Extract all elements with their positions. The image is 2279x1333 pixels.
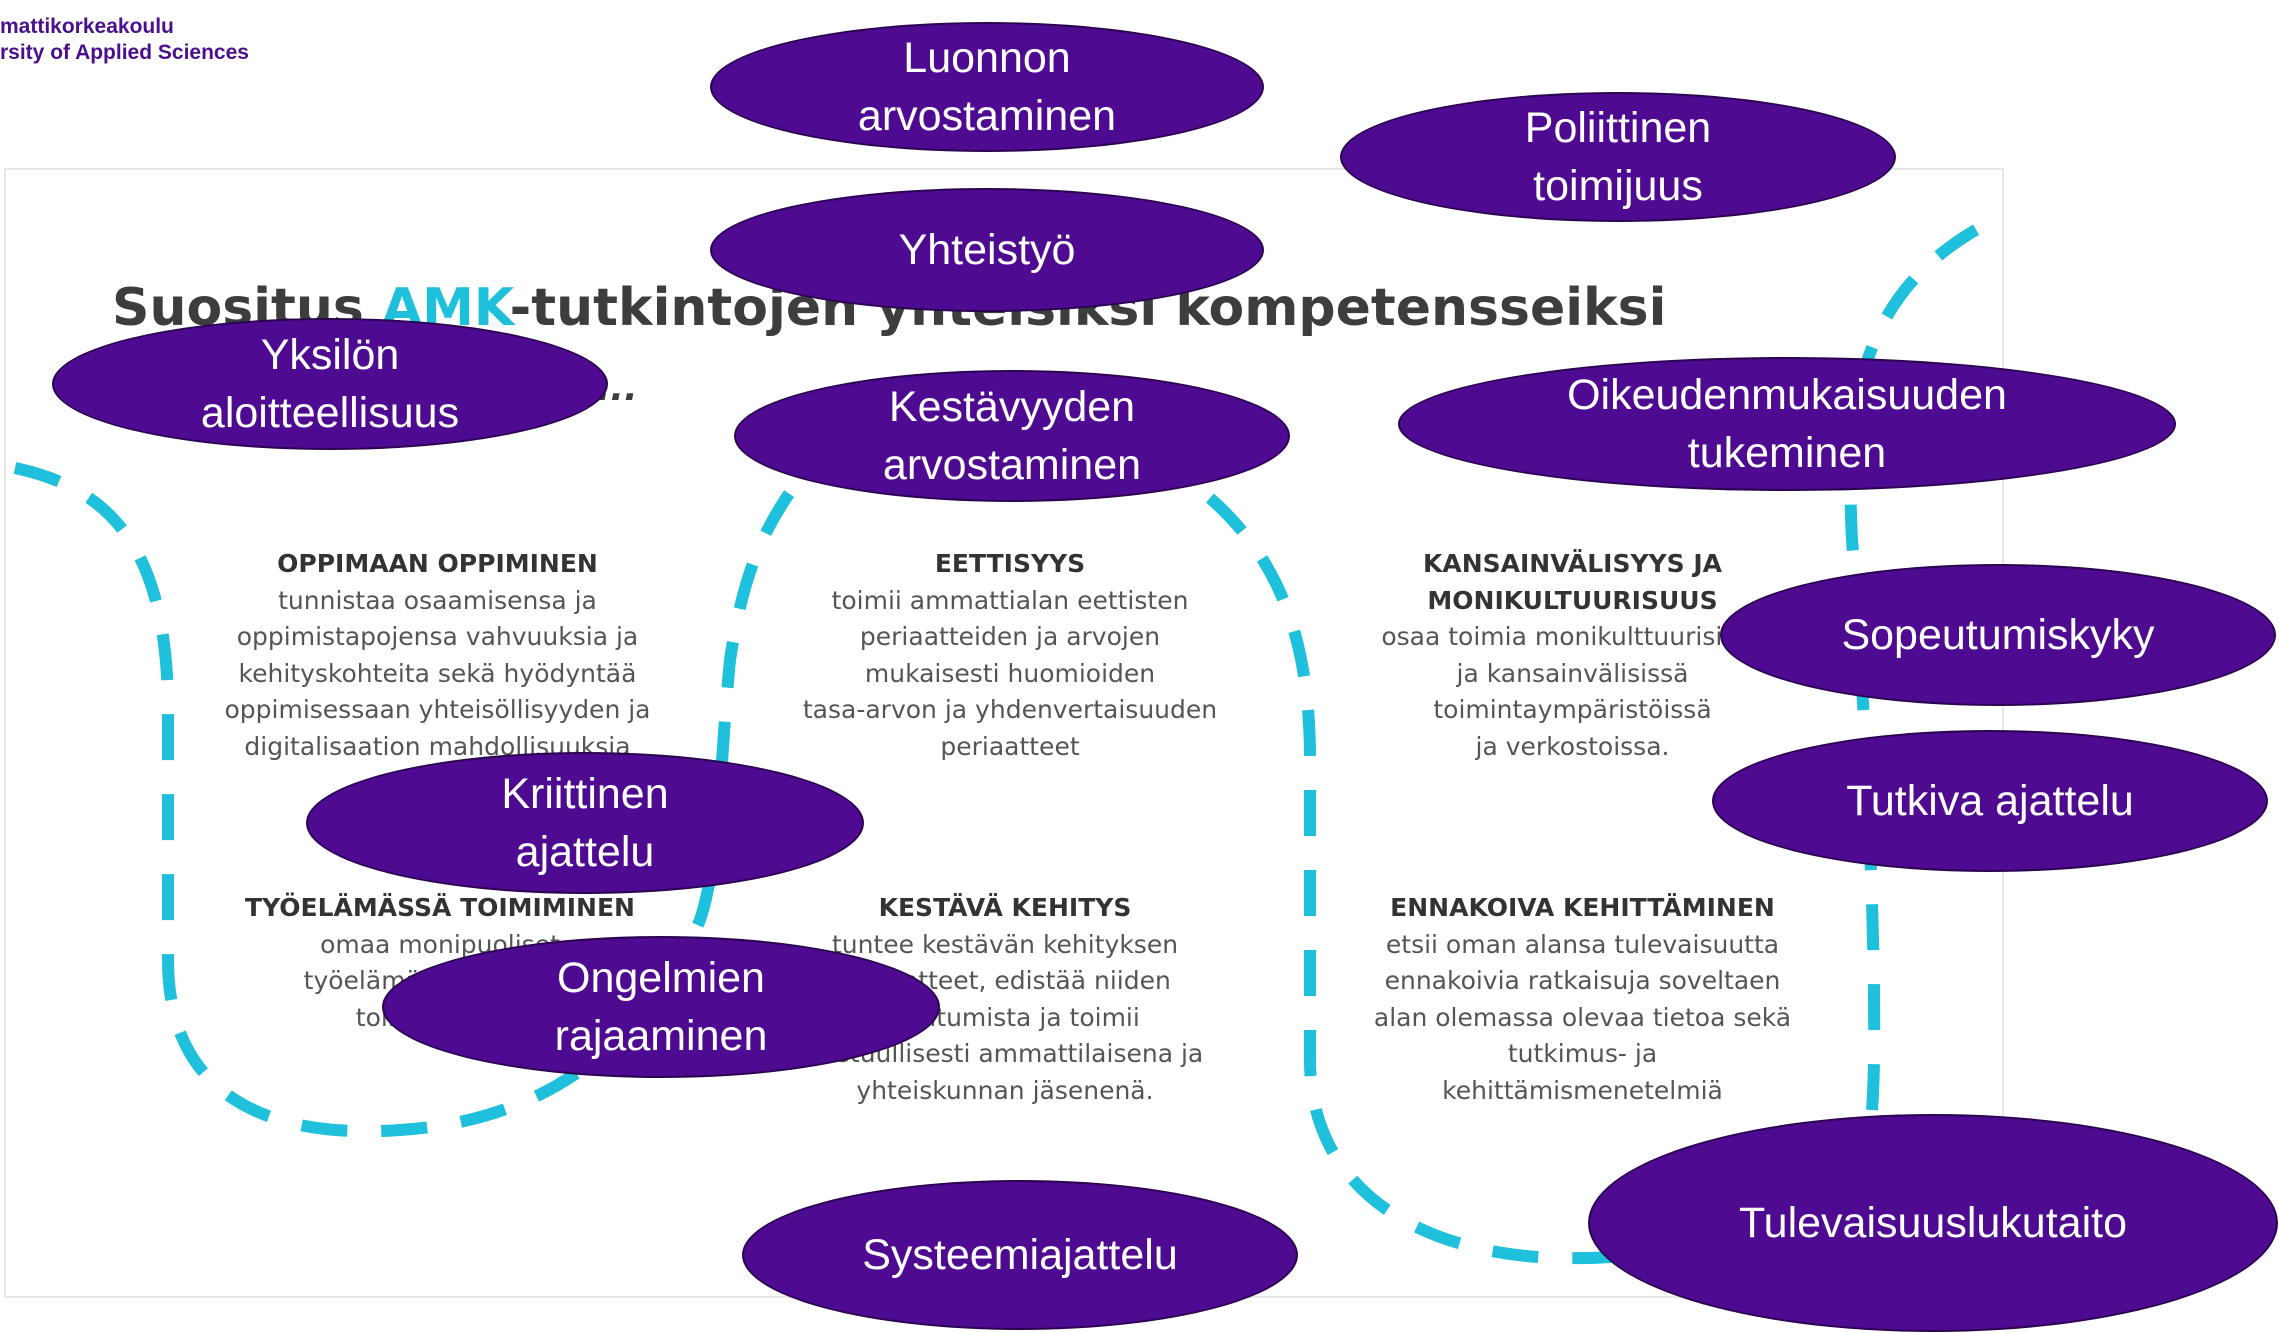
- ellipse-tutkiva-ajattelu: Tutkiva ajattelu: [1712, 730, 2268, 872]
- competence-proactive-development: ENNAKOIVA KEHITTÄMINEN etsii oman alansa…: [1360, 890, 1805, 1109]
- competence-text: etsii oman alansa tulevaisuutta ennakoiv…: [1373, 929, 1792, 1105]
- competence-ethics: EETTISYYS toimii ammattialan eettisten p…: [780, 546, 1240, 765]
- ellipse-tulevaisuuslukutaito: Tulevaisuuslukutaito: [1588, 1114, 2278, 1332]
- competence-heading: ENNAKOIVA KEHITTÄMINEN: [1390, 893, 1775, 922]
- logo-line-2: rsity of Applied Sciences: [0, 41, 249, 64]
- ellipse-luonnon-arvostaminen: Luonnon arvostaminen: [710, 22, 1264, 152]
- competence-heading: KESTÄVÄ KEHITYS: [878, 893, 1132, 922]
- competence-heading: KANSAINVÄLISYYS JA MONIKULTUURISUUS: [1422, 549, 1723, 615]
- ellipse-yksilon-aloitteellisuus: Yksilön aloitteellisuus: [52, 318, 608, 450]
- left-loop-line: [13, 462, 805, 1138]
- ellipse-kestavyyden-arvostaminen: Kestävyyden arvostaminen: [734, 370, 1290, 502]
- ellipse-systeemiajattelu: Systeemiajattelu: [742, 1180, 1298, 1330]
- ellipse-poliittinen-toimijuus: Poliittinen toimijuus: [1340, 92, 1896, 222]
- ellipse-oikeudenmukaisuuden-tukeminen: Oikeudenmukaisuuden tukeminen: [1398, 357, 2176, 491]
- competence-heading: OPPIMAAN OPPIMINEN: [277, 549, 598, 578]
- competence-heading: EETTISYYS: [934, 549, 1086, 578]
- competence-text: toimii ammattialan eettisten periaatteid…: [802, 585, 1218, 761]
- middle-loop-line: [1206, 493, 1844, 1265]
- competence-learning-to-learn: OPPIMAAN OPPIMINEN tunnistaa osaamisensa…: [205, 546, 670, 765]
- competence-internationalism: KANSAINVÄLISYYS JA MONIKULTUURISUUS osaa…: [1350, 546, 1795, 765]
- ellipse-yhteistyo: Yhteistyö: [710, 188, 1264, 312]
- ellipse-sopeutumiskyky: Sopeutumiskyky: [1720, 564, 2276, 706]
- university-logo-text: mattikorkeakoulu rsity of Applied Scienc…: [0, 14, 249, 66]
- right-up-line: [1844, 216, 1993, 1111]
- ellipse-ongelmien-rajaaminen: Ongelmien rajaaminen: [382, 936, 940, 1078]
- logo-line-1: mattikorkeakoulu: [0, 15, 174, 38]
- competence-text: tunnistaa osaamisensa ja oppimistapojens…: [224, 585, 651, 761]
- ellipse-kriittinen-ajattelu: Kriittinen ajattelu: [306, 752, 864, 894]
- competence-heading: TYÖELÄMÄSSÄ TOIMIMINEN: [245, 893, 635, 922]
